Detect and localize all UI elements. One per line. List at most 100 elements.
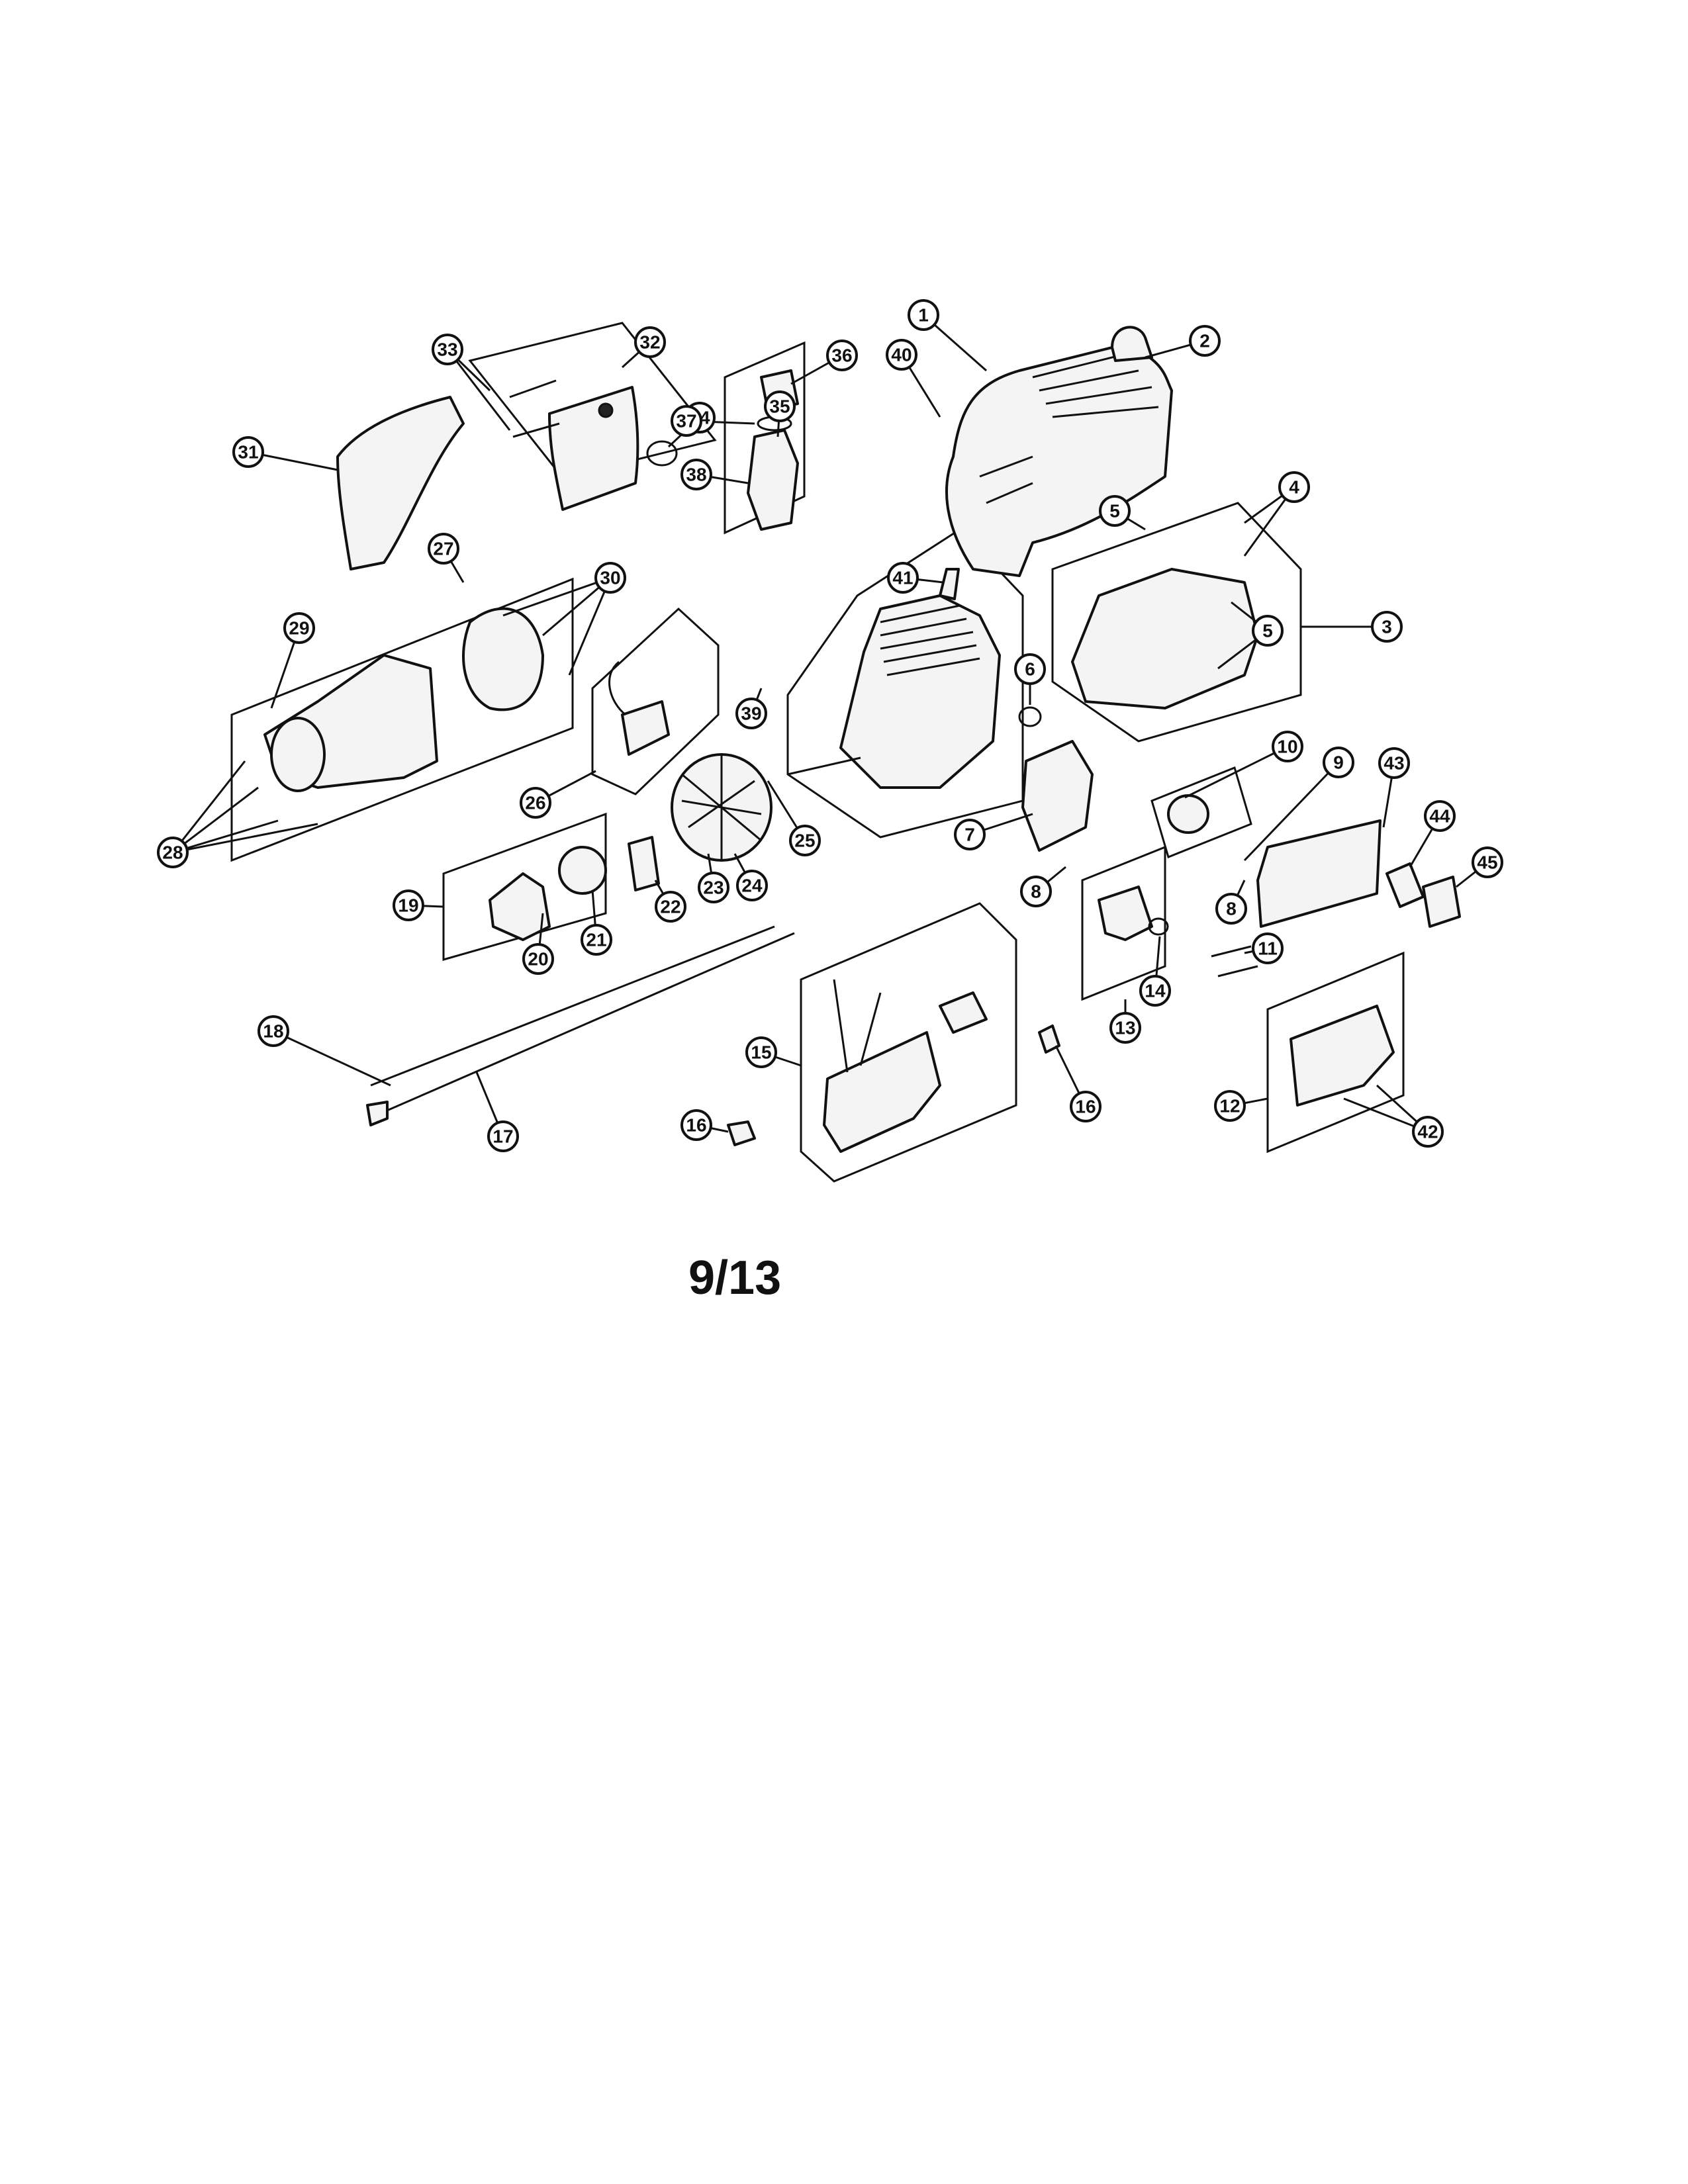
callout-2[interactable]: 2 bbox=[1189, 325, 1221, 357]
panel-primer bbox=[1150, 766, 1252, 859]
callout-28[interactable]: 28 bbox=[157, 837, 189, 868]
svg-text:7: 7 bbox=[964, 825, 975, 845]
clutch-drum bbox=[489, 872, 551, 941]
callout-42[interactable]: 42 bbox=[1412, 1116, 1444, 1148]
callout-16[interactable]: 16 bbox=[680, 1109, 712, 1141]
carb-o-ring bbox=[1148, 917, 1169, 936]
callout-4[interactable]: 4 bbox=[1278, 471, 1310, 503]
svg-text:10: 10 bbox=[1277, 737, 1297, 757]
callout-9[interactable]: 9 bbox=[1323, 747, 1354, 778]
svg-text:40: 40 bbox=[891, 345, 912, 365]
air-filter-element bbox=[1256, 819, 1382, 928]
svg-text:4: 4 bbox=[1289, 477, 1299, 498]
svg-text:5: 5 bbox=[1262, 621, 1273, 641]
gasket-ring bbox=[1018, 706, 1042, 727]
part-drawings bbox=[263, 326, 1461, 1153]
callout-43[interactable]: 43 bbox=[1378, 747, 1410, 779]
svg-text:19: 19 bbox=[398, 895, 418, 916]
callout-32[interactable]: 32 bbox=[634, 326, 666, 358]
callout-30[interactable]: 30 bbox=[594, 562, 626, 594]
rear-housing bbox=[1071, 568, 1259, 709]
filter-gasket bbox=[1422, 876, 1461, 928]
svg-text:23: 23 bbox=[703, 878, 724, 898]
callout-14[interactable]: 14 bbox=[1139, 975, 1171, 1007]
callout-24[interactable]: 24 bbox=[736, 870, 768, 901]
primer-housing bbox=[1167, 794, 1209, 834]
svg-text:39: 39 bbox=[741, 704, 761, 724]
svg-text:21: 21 bbox=[586, 930, 606, 950]
panel-housing-rear bbox=[1051, 502, 1302, 743]
panel-intake bbox=[724, 341, 806, 535]
svg-text:29: 29 bbox=[289, 618, 309, 639]
svg-text:24: 24 bbox=[741, 876, 763, 896]
callout-25[interactable]: 25 bbox=[789, 825, 821, 856]
callout-22[interactable]: 22 bbox=[655, 891, 686, 923]
callout-33[interactable]: 33 bbox=[432, 334, 463, 365]
callout-31[interactable]: 31 bbox=[232, 436, 264, 468]
grommet-left bbox=[727, 1120, 756, 1146]
svg-text:41: 41 bbox=[892, 568, 913, 588]
svg-text:35: 35 bbox=[769, 396, 790, 417]
svg-text:37: 37 bbox=[676, 411, 696, 432]
callout-20[interactable]: 20 bbox=[522, 943, 554, 975]
callout-21[interactable]: 21 bbox=[581, 924, 612, 956]
callout-18[interactable]: 18 bbox=[258, 1015, 289, 1047]
callout-23[interactable]: 23 bbox=[698, 872, 729, 903]
callout-19[interactable]: 19 bbox=[393, 889, 424, 921]
svg-text:17: 17 bbox=[492, 1126, 513, 1147]
callout-5[interactable]: 5 bbox=[1252, 615, 1284, 647]
muffler-port bbox=[598, 402, 614, 418]
muffler-gasket bbox=[646, 440, 678, 467]
callout-11[interactable]: 11 bbox=[1252, 933, 1284, 964]
callout-44[interactable]: 44 bbox=[1424, 800, 1456, 832]
svg-text:5: 5 bbox=[1109, 501, 1120, 522]
svg-text:6: 6 bbox=[1025, 659, 1035, 680]
svg-text:3: 3 bbox=[1382, 617, 1392, 637]
crankshaft bbox=[787, 756, 861, 776]
panel-muffler bbox=[468, 322, 717, 479]
clutch-spacer bbox=[628, 836, 660, 891]
callout-40[interactable]: 40 bbox=[886, 339, 917, 371]
svg-text:45: 45 bbox=[1477, 852, 1497, 873]
panel-air-filter bbox=[1266, 951, 1405, 1154]
callout-13[interactable]: 13 bbox=[1109, 1012, 1141, 1044]
callout-38[interactable]: 38 bbox=[680, 459, 712, 490]
svg-text:30: 30 bbox=[600, 568, 620, 588]
svg-text:22: 22 bbox=[660, 897, 680, 917]
callout-36[interactable]: 36 bbox=[826, 340, 858, 371]
callout-26[interactable]: 26 bbox=[520, 787, 551, 819]
clutch-assembly bbox=[558, 846, 607, 895]
callout-41[interactable]: 41 bbox=[887, 562, 919, 594]
callout-10[interactable]: 10 bbox=[1272, 731, 1303, 762]
callout-37[interactable]: 37 bbox=[671, 405, 702, 437]
svg-text:42: 42 bbox=[1417, 1122, 1438, 1142]
callout-12[interactable]: 12 bbox=[1214, 1090, 1246, 1122]
callout-15[interactable]: 15 bbox=[745, 1036, 777, 1068]
callout-5[interactable]: 5 bbox=[1099, 495, 1131, 527]
svg-text:8: 8 bbox=[1226, 899, 1237, 919]
panels bbox=[230, 322, 1405, 1183]
svg-text:31: 31 bbox=[238, 442, 258, 463]
callout-27[interactable]: 27 bbox=[428, 533, 459, 565]
callout-3[interactable]: 3 bbox=[1371, 611, 1403, 643]
fuel-tank bbox=[823, 1031, 941, 1153]
callout-39[interactable]: 39 bbox=[735, 698, 767, 729]
callout-35[interactable]: 35 bbox=[764, 390, 796, 422]
grommet-right bbox=[1038, 1024, 1060, 1054]
callout-17[interactable]: 17 bbox=[487, 1120, 519, 1152]
callout-7[interactable]: 7 bbox=[954, 819, 986, 850]
callout-8[interactable]: 8 bbox=[1020, 876, 1052, 907]
svg-text:18: 18 bbox=[263, 1021, 283, 1042]
callout-16[interactable]: 16 bbox=[1070, 1091, 1102, 1122]
callout-6[interactable]: 6 bbox=[1014, 653, 1046, 685]
callout-1[interactable]: 1 bbox=[908, 299, 939, 331]
svg-text:25: 25 bbox=[794, 831, 815, 851]
callout-45[interactable]: 45 bbox=[1472, 846, 1503, 878]
svg-text:33: 33 bbox=[437, 340, 457, 360]
shroud-plate bbox=[1021, 740, 1094, 852]
svg-text:26: 26 bbox=[525, 793, 545, 813]
callout-8[interactable]: 8 bbox=[1215, 893, 1247, 925]
svg-text:27: 27 bbox=[433, 539, 453, 559]
callout-29[interactable]: 29 bbox=[283, 612, 315, 644]
